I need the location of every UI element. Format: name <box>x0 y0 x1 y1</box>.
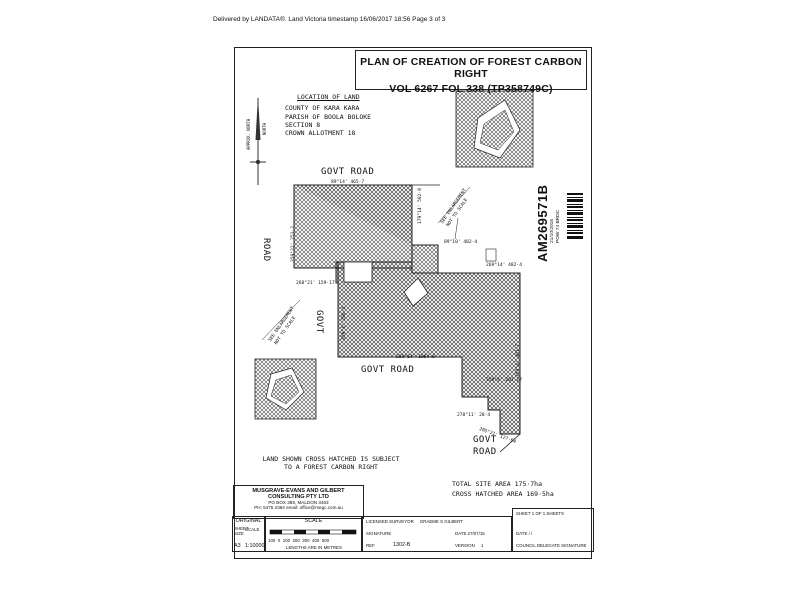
hatched-parcel-south <box>337 261 521 435</box>
barcode-icon <box>567 193 583 239</box>
scale-bar-icon <box>269 529 357 535</box>
location-of-land: LOCATION OF LAND COUNTY OF KARA KARA PAR… <box>285 93 371 137</box>
date-label: DATE <box>455 531 467 536</box>
cross-hatched-area: CROSS HATCHED AREA 169·5ha <box>452 490 554 498</box>
council-date: DATE / / <box>516 531 533 536</box>
dimension-label: 359°4' 286·4 <box>342 306 347 340</box>
council-cell: SHEET 1 OF 1 SHEETS DATE / / COUNCIL DEL… <box>512 508 594 552</box>
surveyor-name: GRAEME S GILBERT <box>419 519 463 524</box>
surveyor-firm-box: MUSGRAVE-EVANS AND GILBERT CONSULTING PT… <box>233 485 364 519</box>
dimension-label: 278°11' 28·4 <box>457 413 491 418</box>
date-row: DATE 27/07/15 <box>455 531 485 536</box>
north-label-approx: APPROX. NORTH <box>246 118 251 150</box>
delivery-header: Delivered by LANDATA®. Land Victoria tim… <box>213 16 446 23</box>
clearing-west <box>343 261 373 283</box>
firm-address: PO BOX 389, MALDON 3463 <box>268 500 329 505</box>
location-heading: LOCATION OF LAND <box>297 93 360 101</box>
scale-units: LENGTHS ARE IN METRES <box>286 545 342 550</box>
stamp-date-value: 21/10/2016 <box>550 218 555 243</box>
road-label-bottom-right-road: ROAD <box>473 447 497 457</box>
dimension-label: 89°10' 482·4 <box>444 240 478 245</box>
total-site-area: TOTAL SITE AREA 175·7ha <box>452 480 543 488</box>
survey-date: 27/07/15 <box>467 531 485 536</box>
forest-carbon-note: LAND SHOWN CROSS HATCHED IS SUBJECT TO A… <box>262 455 400 471</box>
registration-stamp: AM269571B <box>535 184 550 263</box>
surveyor-cell: LICENSED SURVEYOR GRAEME S GILBERT SIGNA… <box>362 516 512 552</box>
road-label-bottom-right-govt: GOVT <box>473 435 497 445</box>
ref-number: 1302-B <box>393 542 411 548</box>
road-label-govt-left: GOVT <box>314 310 324 334</box>
area-summary: TOTAL SITE AREA 175·7ha CROSS HATCHED AR… <box>452 479 554 499</box>
dimension-label: 359°22' 251·2 <box>291 226 296 262</box>
scale-cell: SCALE 100 0 100 200 300 400 500 LENGTHS … <box>265 516 362 552</box>
dimension-label: 269°14' 482·4 <box>486 263 522 268</box>
signature-label: SIGNATURE <box>366 531 392 536</box>
version-label: VERSION <box>455 543 475 548</box>
north-arrow-icon: APPROX. NORTH NORTH <box>246 96 267 185</box>
plan-title: PLAN OF CREATION OF FOREST CARBON RIGHT <box>360 56 582 80</box>
surveyor-label: LICENSED SURVEYOR <box>366 519 414 524</box>
scale-ticks: 100 0 100 200 300 400 500 <box>268 538 330 543</box>
dimension-label: 268°21' 159·17 <box>296 281 335 286</box>
original-label: ORIGINAL <box>235 518 262 524</box>
road-label-top: GOVT ROAD <box>321 167 375 177</box>
hatched-parcel-north <box>293 184 413 269</box>
sheet-size-label: SHEET SIZE <box>234 526 249 536</box>
plan-title-box: PLAN OF CREATION OF FOREST CARBON RIGHT … <box>355 50 587 95</box>
plan-frame <box>234 47 592 559</box>
scale-label-small: SCALE <box>245 527 260 532</box>
surveyor-row: LICENSED SURVEYOR GRAEME S GILBERT <box>366 519 463 524</box>
unhatched-area <box>485 248 497 262</box>
north-label: NORTH <box>262 122 267 135</box>
sheet-size: A3 <box>234 543 241 549</box>
firm-name-line2: CONSULTING PTY LTD <box>268 494 329 500</box>
clearing-central <box>403 277 429 307</box>
road-label-bottom: GOVT ROAD <box>361 365 415 375</box>
original-sheet-cell: ORIGINAL SHEET SIZE A3 SCALE 1:10000 <box>232 516 265 552</box>
location-parish: PARISH OF BOOLA BOLOKE <box>285 112 372 121</box>
enlargement-top-right <box>455 90 534 168</box>
title-block: ORIGINAL SHEET SIZE A3 SCALE 1:10000 SCA… <box>232 508 594 552</box>
location-county: COUNTY OF KARA KARA <box>285 104 360 113</box>
dimension-label: 359°4' 201·17 <box>486 378 522 383</box>
scale-label: SCALE <box>304 518 323 524</box>
stamp-date: 21/10/2016 POW 74 BRDC <box>550 210 562 243</box>
enlargement-bottom-left <box>254 358 317 420</box>
location-section: SECTION 8 <box>285 120 321 129</box>
stamp-code: POW 74 BRDC <box>556 209 561 243</box>
dimension-label: 269°64' 1084·8 <box>396 355 435 360</box>
sheet-info: SHEET 1 OF 1 SHEETS <box>516 511 564 516</box>
dimension-label: 359°4' 481·7 <box>516 343 521 377</box>
council-signature-label: COUNCIL DELEGATE SIGNATURE <box>516 543 587 548</box>
firm-name: MUSGRAVE-EVANS AND GILBERT <box>252 488 345 494</box>
version-number: 1 <box>480 543 484 548</box>
road-label-left: ROAD <box>261 238 271 262</box>
firm-contact: PH: 5475 2364 email: office@megc.com.au <box>254 505 343 510</box>
location-allotment: CROWN ALLOTMENT 18 <box>285 129 356 138</box>
dimension-label: 89°14' 465·7 <box>331 180 365 185</box>
version-row: VERSION 1 <box>455 543 483 548</box>
scale-ratio: 1:10000 <box>245 543 265 549</box>
dimension-label: 179°14' 582·8 <box>418 188 423 224</box>
ref-label: REF. <box>366 543 376 548</box>
